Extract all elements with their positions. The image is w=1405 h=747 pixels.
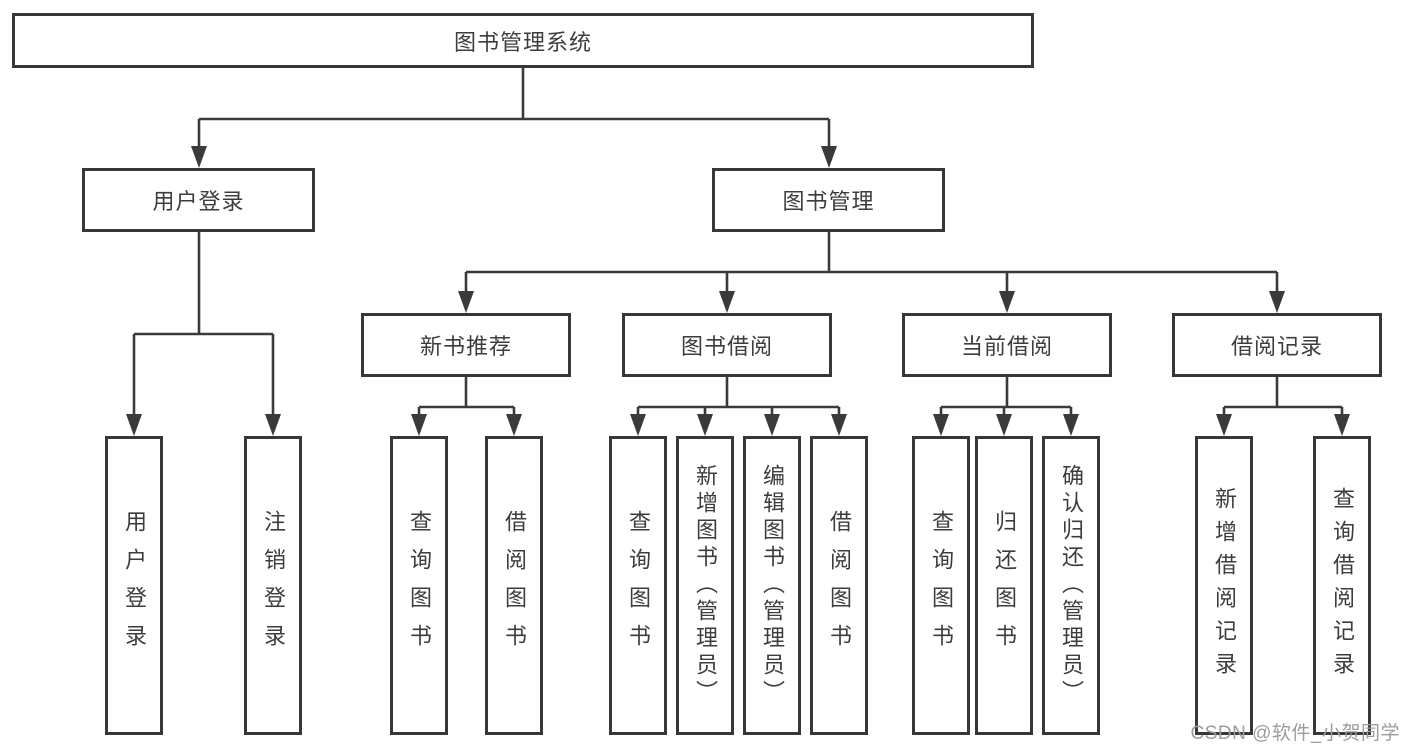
node-borrow-books-recommend: 借阅图书 [485,436,543,735]
node-query-books-current-label: 查询图书 [929,509,954,662]
node-book-management: 图书管理 [712,168,945,232]
node-query-books-recommend: 查询图书 [390,436,448,735]
node-query-books-borrowing: 查询图书 [609,436,667,735]
node-query-books-borrowing-label: 查询图书 [626,509,651,662]
node-borrow-books-recommend-label: 借阅图书 [502,509,527,662]
node-add-books-admin: 新增图书（管理员） [676,436,734,735]
node-user-login-label: 用户登录 [152,189,245,214]
node-add-books-admin-label: 新增图书（管理员） [693,464,718,707]
node-book-management-label: 图书管理 [782,189,875,214]
node-new-book-recommendation: 新书推荐 [361,313,571,377]
node-query-borrow-record-label: 查询借阅记录 [1330,486,1355,685]
node-current-borrowing-label: 当前借阅 [960,334,1053,359]
node-logout: 注销登录 [244,436,302,735]
node-query-borrow-record: 查询借阅记录 [1313,436,1371,735]
node-user-login-leaf-label: 用户登录 [122,509,147,662]
node-query-books-recommend-label: 查询图书 [407,509,432,662]
arrowheads [126,146,1350,436]
csdn-watermark: CSDN @软件_小贺同学 [1190,723,1400,744]
node-borrowing-records: 借阅记录 [1172,313,1382,377]
node-book-borrowing-label: 图书借阅 [680,334,773,359]
node-edit-books-admin-label: 编辑图书（管理员） [760,464,785,707]
node-borrow-books-leaf-label: 借阅图书 [827,509,852,662]
node-library-management-system: 图书管理系统 [12,13,1034,68]
connector-lines [132,68,1344,422]
node-return-books: 归还图书 [975,436,1033,735]
node-borrowing-records-label: 借阅记录 [1230,334,1323,359]
node-book-borrowing: 图书借阅 [622,313,832,377]
node-return-books-label: 归还图书 [992,509,1017,662]
node-query-books-current: 查询图书 [912,436,970,735]
node-current-borrowing: 当前借阅 [902,313,1112,377]
node-user-login-leaf: 用户登录 [105,436,163,735]
node-confirm-return-admin-label: 确认归还（管理员） [1059,464,1084,707]
node-user-login: 用户登录 [82,168,315,232]
node-logout-label: 注销登录 [261,509,286,662]
node-new-book-recommendation-label: 新书推荐 [419,334,512,359]
node-library-management-system-label: 图书管理系统 [453,29,592,55]
node-borrow-books-leaf: 借阅图书 [810,436,868,735]
node-confirm-return-admin: 确认归还（管理员） [1042,436,1100,735]
node-add-borrow-record-label: 新增借阅记录 [1212,486,1237,685]
node-edit-books-admin: 编辑图书（管理员） [743,436,801,735]
node-add-borrow-record: 新增借阅记录 [1195,436,1253,735]
